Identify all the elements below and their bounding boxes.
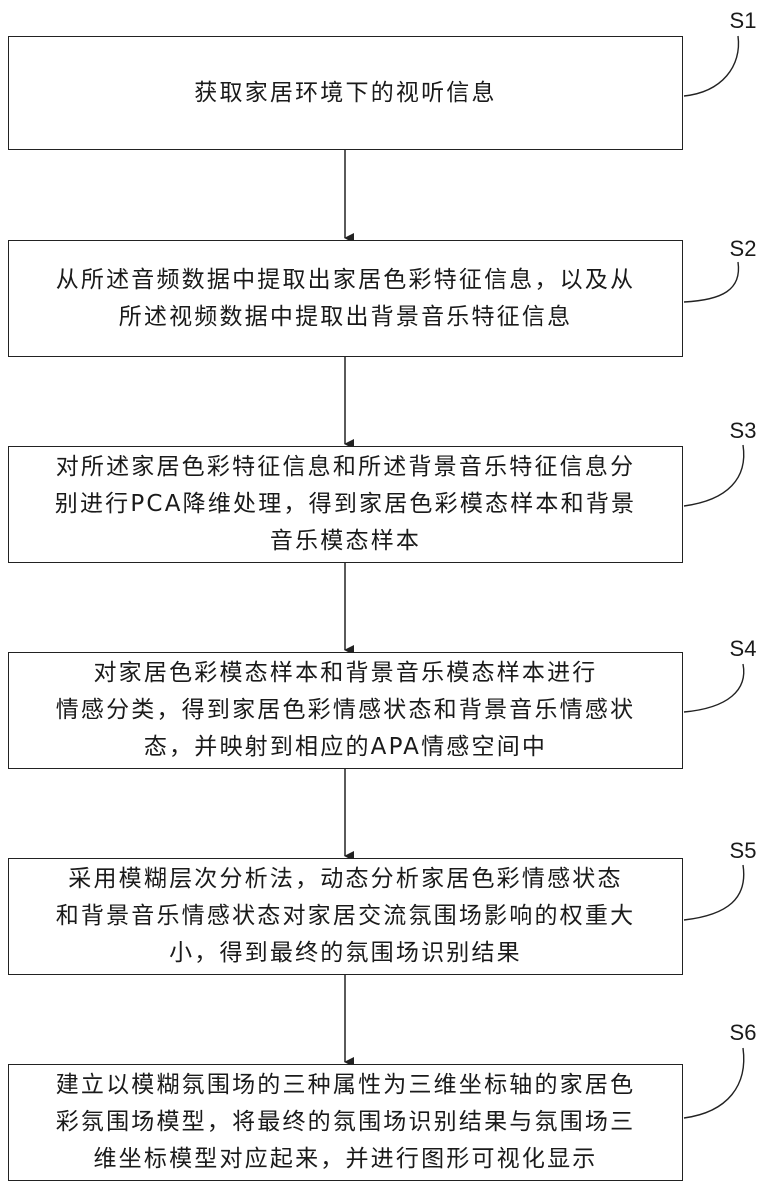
step-box-s6: 建立以模糊氛围场的三种属性为三维坐标轴的家居色 彩氛围场模型，将最终的氛围场识别…	[8, 1064, 683, 1181]
step-text-s1: 获取家居环境下的视听信息	[190, 75, 500, 112]
step-text-s4: 对家居色彩模态样本和背景音乐模态样本进行 情感分类，得到家居色彩情感状态和背景音…	[52, 655, 640, 766]
leader-s6	[684, 1048, 744, 1118]
step-label-s5: S5	[718, 838, 765, 864]
step-box-s1: 获取家居环境下的视听信息	[8, 36, 683, 150]
step-box-s4: 对家居色彩模态样本和背景音乐模态样本进行 情感分类，得到家居色彩情感状态和背景音…	[8, 652, 683, 769]
leader-s3	[684, 445, 744, 506]
step-text-s6: 建立以模糊氛围场的三种属性为三维坐标轴的家居色 彩氛围场模型，将最终的氛围场识别…	[52, 1067, 640, 1178]
leader-s1	[684, 36, 739, 96]
step-box-s5: 采用模糊层次分析法，动态分析家居色彩情感状态 和背景音乐情感状态对家居交流氛围场…	[8, 858, 683, 975]
step-text-s3: 对所述家居色彩特征信息和所述背景音乐特征信息分 别进行PCA降维处理，得到家居色…	[51, 449, 640, 560]
step-text-s2: 从所述音频数据中提取出家居色彩特征信息，以及从 所述视频数据中提取出背景音乐特征…	[52, 262, 640, 336]
step-label-s2: S2	[718, 236, 765, 262]
step-label-s4: S4	[718, 636, 765, 662]
step-box-s2: 从所述音频数据中提取出家居色彩特征信息，以及从 所述视频数据中提取出背景音乐特征…	[8, 240, 683, 357]
leader-s4	[684, 664, 744, 712]
step-label-s3: S3	[718, 418, 765, 444]
leader-s5	[684, 865, 744, 920]
step-text-s5: 采用模糊层次分析法，动态分析家居色彩情感状态 和背景音乐情感状态对家居交流氛围场…	[52, 861, 640, 972]
step-label-s6: S6	[718, 1020, 765, 1046]
leader-s2	[684, 262, 739, 302]
step-box-s3: 对所述家居色彩特征信息和所述背景音乐特征信息分 别进行PCA降维处理，得到家居色…	[8, 446, 683, 563]
step-label-s1: S1	[718, 8, 765, 34]
